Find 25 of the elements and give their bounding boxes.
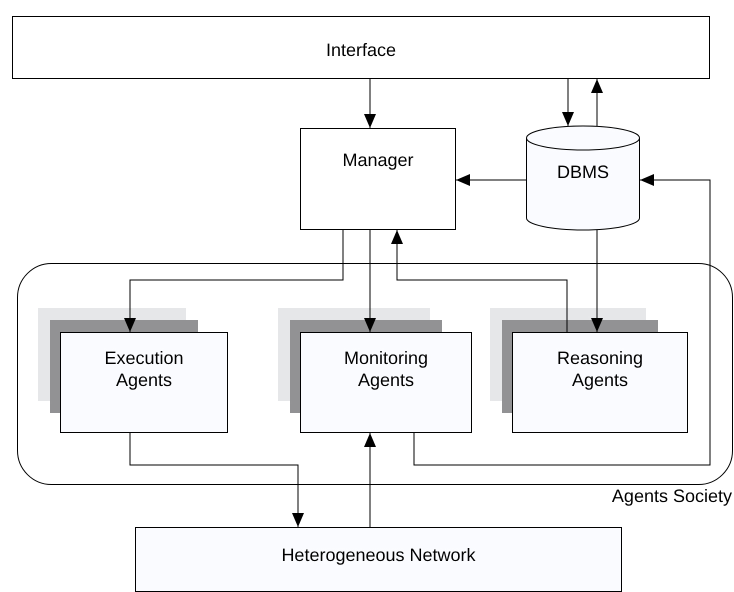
arrow	[414, 174, 710, 466]
arrow	[562, 78, 574, 126]
agent-box	[512, 332, 688, 433]
group-label: Agents Society	[612, 485, 732, 507]
agent-box	[60, 332, 228, 433]
node-label: Heterogeneous Network	[280, 544, 477, 566]
node-label: Monitoring Agents	[342, 347, 430, 391]
arrow	[364, 230, 376, 332]
node-label: Reasoning Agents	[556, 347, 644, 391]
interface-box	[12, 16, 710, 79]
network-box	[135, 527, 622, 592]
node-label: Interface	[324, 39, 398, 61]
arrow	[391, 230, 568, 332]
arrow	[364, 78, 376, 128]
node-label: DBMS	[556, 161, 610, 183]
arrow	[456, 174, 526, 186]
arrow	[364, 432, 376, 528]
arrow	[124, 230, 344, 332]
arrow	[591, 78, 603, 126]
process-box	[300, 128, 456, 230]
arrow	[130, 432, 304, 528]
node-label: Execution Agents	[103, 347, 185, 391]
arrow	[591, 230, 603, 332]
node-label: Manager	[341, 149, 415, 171]
agent-box	[300, 332, 472, 433]
